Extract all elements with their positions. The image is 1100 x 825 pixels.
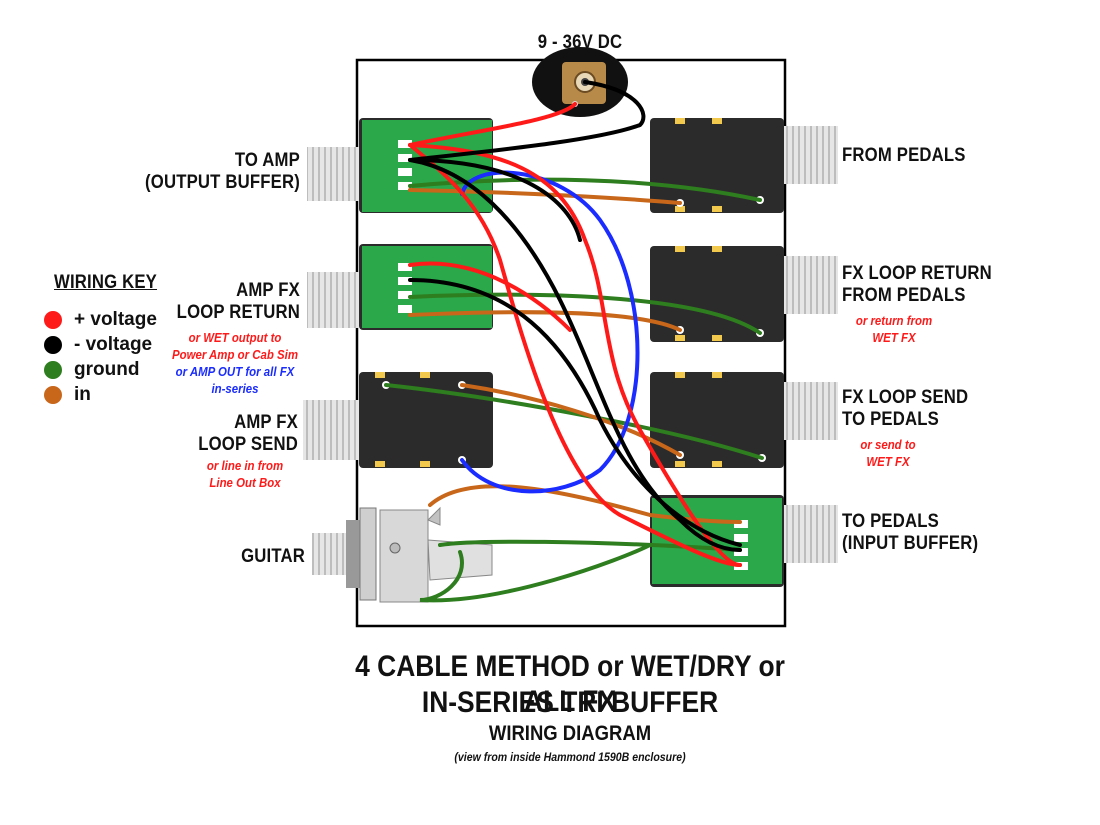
in-wire-4 [428,484,742,524]
title-line2: IN-SERIES TRI BUFFER [421,686,719,719]
key-ground: ground [44,359,139,381]
guitar-jack [312,506,493,603]
amp-fx-send-note: or line in from Line Out Box [192,458,298,492]
fx-loop-return-line1: FX LOOP RETURN [842,263,992,284]
amp-fx-return-note: or WET output to Power Amp or Cab Sim [169,330,301,364]
from-pedals-label: FROM PEDALS [842,145,966,166]
fx-loop-send-note1: or send to [860,437,916,452]
fx-loop-send-label: FX LOOP SEND TO PEDALS [842,387,1018,431]
power-label: 9 - 36V DC [537,32,623,53]
amp-fx-send-label: AMP FX LOOP SEND [141,412,298,456]
amp-fx-return-note1: or WET output to [188,330,282,345]
fx-loop-return-label: FX LOOP RETURN FROM PEDALS [842,263,1018,307]
in-wire-3 [460,383,682,457]
ground-wire-5 [419,543,652,603]
key-label: in [74,384,91,405]
amp-fx-send-line2: LOOP SEND [198,433,298,455]
key-label: - voltage [74,334,153,355]
to-pedals-jack [650,495,838,587]
orange-dot-icon [44,386,62,404]
red-dot-icon [44,311,62,329]
from-pedals-jack [650,118,838,213]
plus-wire-3 [408,261,572,332]
wires [384,80,764,603]
key-in: in [44,384,91,406]
minus-wire-3 [408,278,742,547]
amp-fx-return-line2: LOOP RETURN [176,301,300,323]
key-label: ground [74,359,140,380]
black-dot-icon [44,336,62,354]
fx-loop-return-note2: WET FX [872,329,916,345]
to-amp-label-line2: (OUTPUT BUFFER) [145,171,300,193]
minus-wire-2 [408,158,742,552]
dc-power-jack [532,47,628,117]
amp-fx-return-line1: AMP FX [236,280,300,301]
amp-fx-return-note3: or AMP OUT for all FX [175,364,295,379]
wiring-key-title: WIRING KEY [54,272,158,293]
to-pedals-label: TO PEDALS (INPUT BUFFER) [842,511,1018,555]
fx-loop-send-line2: TO PEDALS [842,408,939,430]
plus-wire-power [408,102,577,147]
amp-fx-return-label: AMP FX LOOP RETURN [142,280,300,324]
key-minus-voltage: - voltage [44,334,152,356]
in-wire-1 [408,188,682,205]
in-wire-2 [408,310,682,332]
to-amp-label: TO AMP (OUTPUT BUFFER) [133,150,300,194]
amp-fx-return-note-blue: or AMP OUT for all FX in-series [169,364,301,398]
blue-wire [460,170,640,494]
fx-loop-return-note: or return from WET FX [845,313,944,347]
amp-fx-send-note1: or line in from [206,458,284,473]
ground-wire-3 [384,383,764,460]
key-label: + voltage [74,309,157,330]
green-dot-icon [44,361,62,379]
minus-wire-power [408,80,646,162]
fx-loop-return-note1: or return from [855,313,933,328]
amp-fx-return-note2: Power Amp or Cab Sim [171,346,299,362]
ground-wire-2 [408,292,762,335]
fx-loop-send-note2: WET FX [866,453,910,469]
title-line3: WIRING DIAGRAM [488,722,652,745]
title-line1: 4 CABLE METHOD or WET/DRY or ALL FX [355,650,785,718]
minus-wire-1 [408,158,582,242]
fx-loop-send-note: or send to WET FX [844,437,932,471]
amp-fx-return-note4: in-series [211,380,259,396]
fx-loop-return-line2: FROM PEDALS [842,284,966,306]
guitar-label: GUITAR [241,546,305,567]
plus-wire-1 [408,143,742,567]
amp-fx-send-line1: AMP FX [234,412,298,433]
fx-loop-send-line1: FX LOOP SEND [842,387,969,408]
amp-fx-send-note2: Line Out Box [209,474,281,490]
plus-wire-2 [408,143,742,567]
to-amp-label-line1: TO AMP [234,150,300,171]
key-plus-voltage: + voltage [44,309,157,331]
to-pedals-line1: TO PEDALS [842,511,939,532]
title-line4: (view from inside Hammond 1590B enclosur… [454,750,686,764]
to-pedals-line2: (INPUT BUFFER) [842,532,979,554]
